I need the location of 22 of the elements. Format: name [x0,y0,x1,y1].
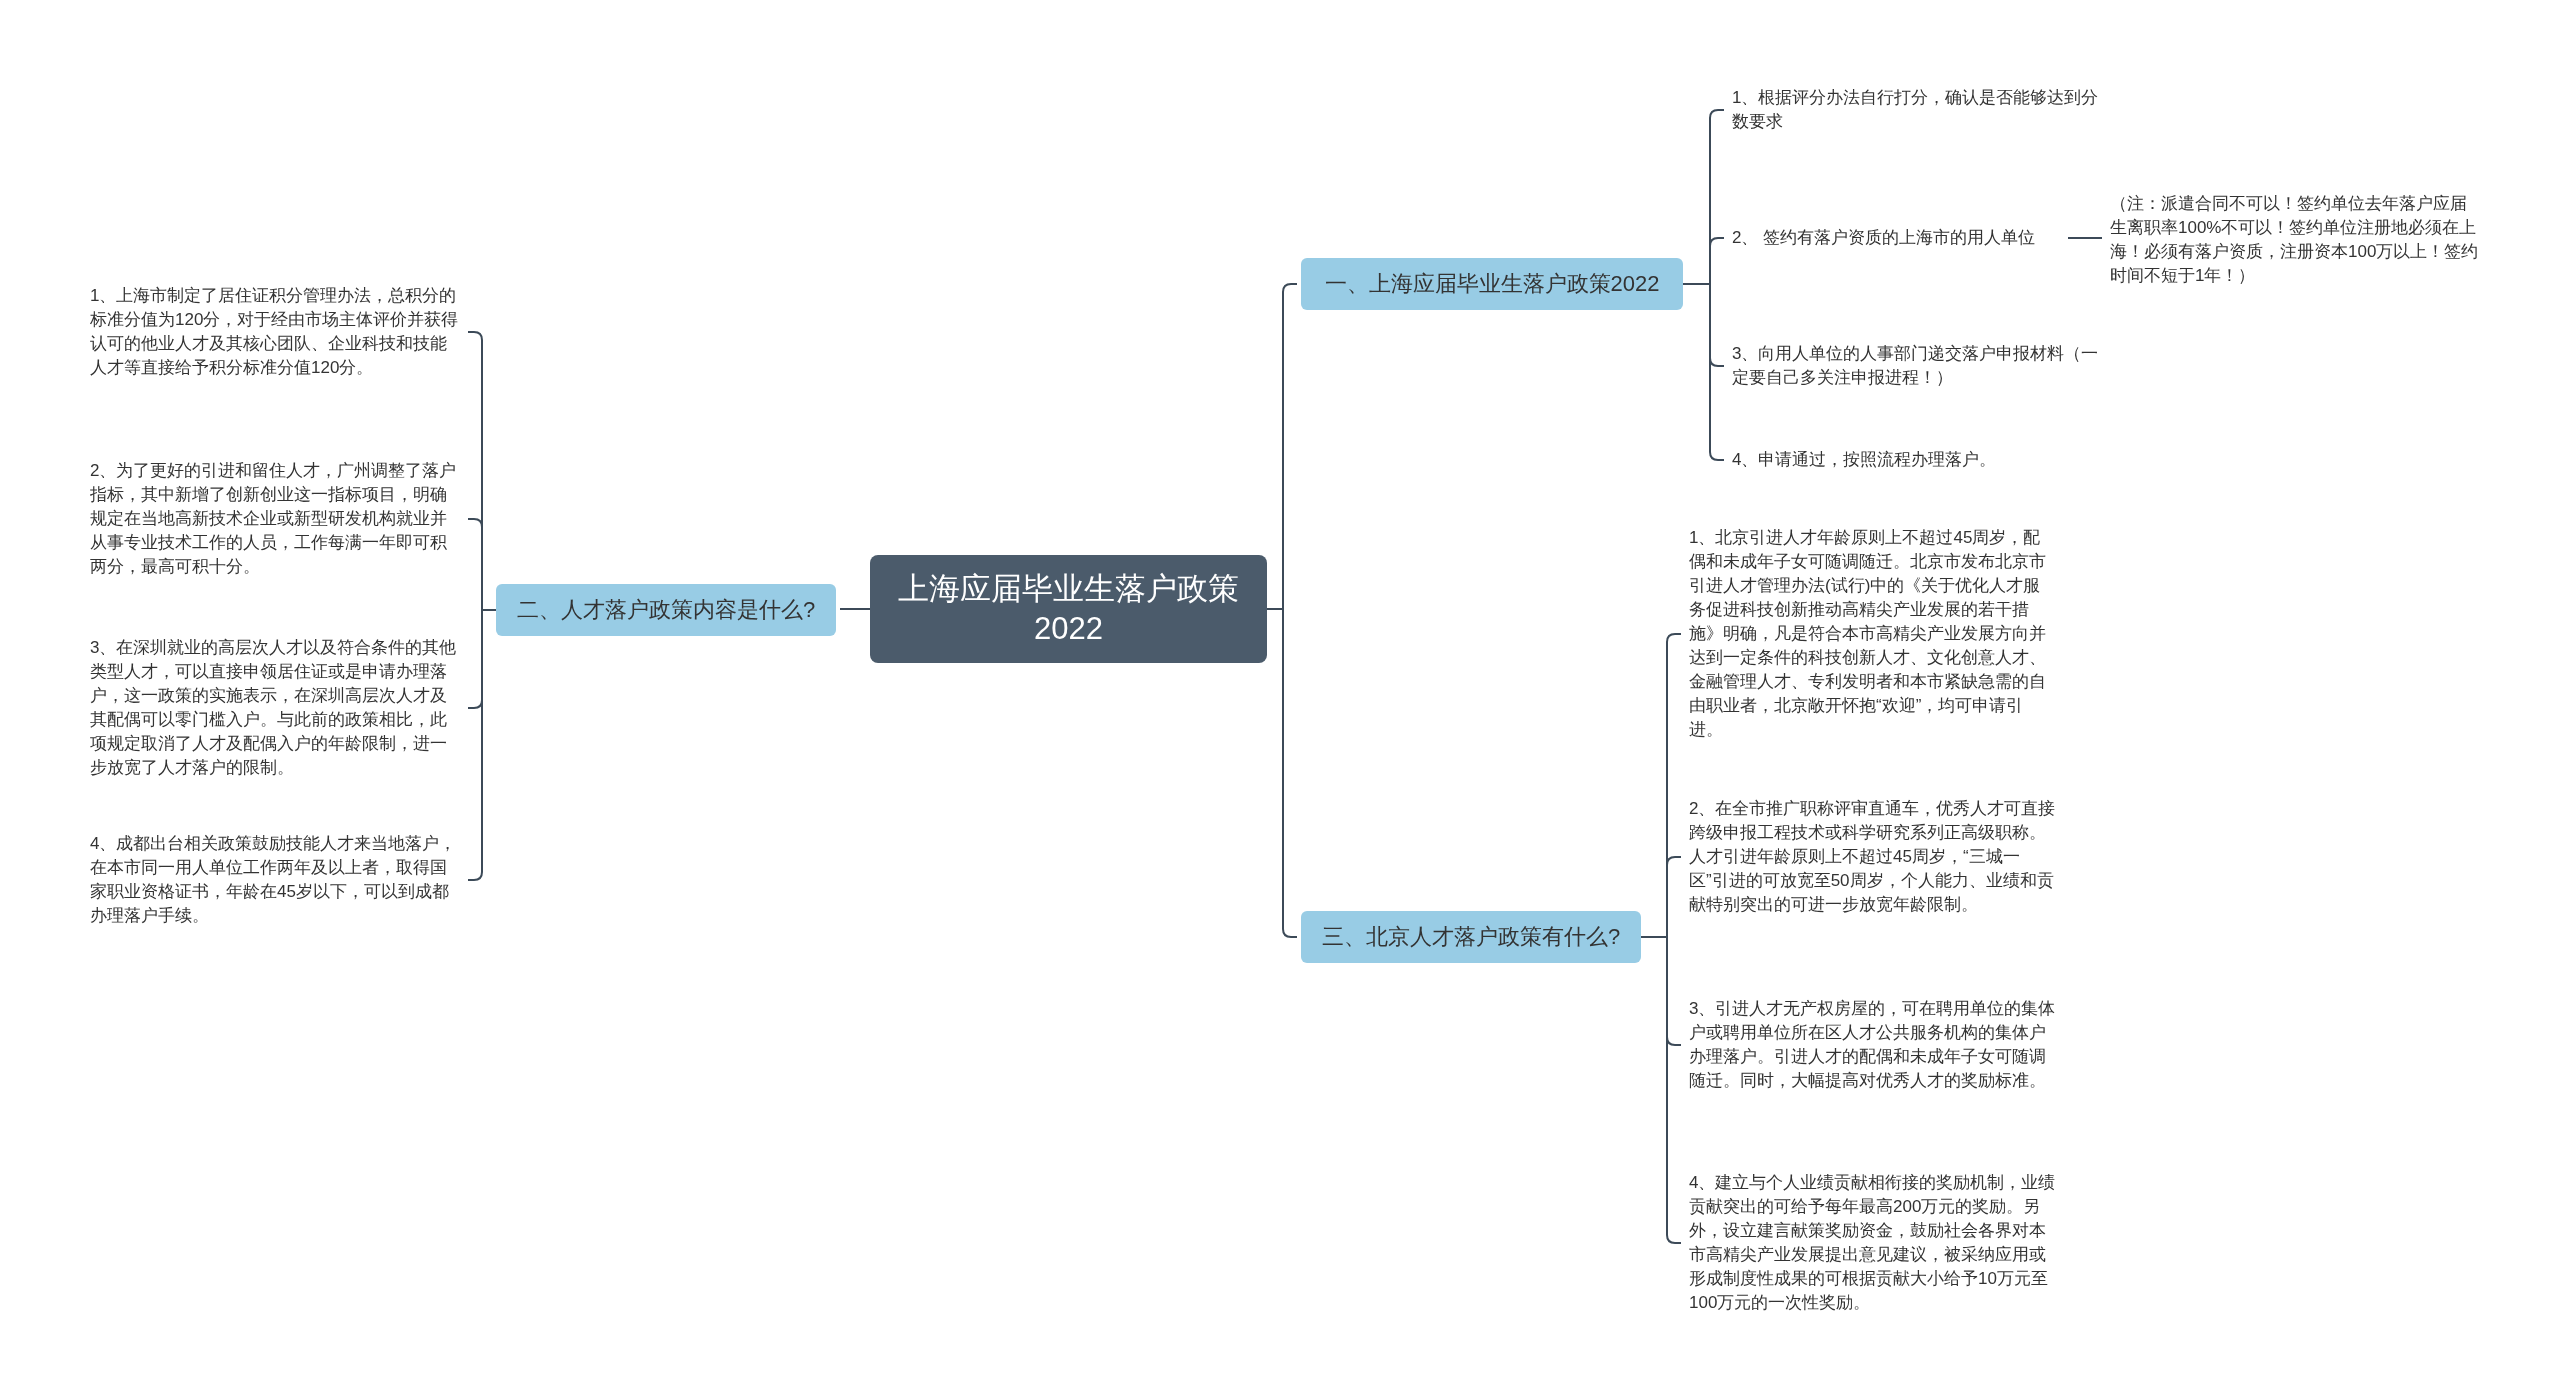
connector-line [2067,237,2103,239]
connector-line [1266,608,1298,938]
leaf-text: 1、北京引进人才年龄原则上不超过45周岁，配偶和未成年子女可随调随迁。北京市发布北京市引进人才管理办法(试行)中的《关于优化人才服务促进科技创新推动高精尖产业发展的若干措施》明确，凡是符合本市高精尖产业发展方向并达到一定条件的科技创新人才、文化创意人才、金融管理人才、专利发明者和本市紧缺急需的自由职业者，北京敞开怀抱“欢迎”，均可申请引进。 [1685,526,2060,742]
leaf-text: 2、在全市推广职称评审直通车，优秀人才可直接跨级申报工程技术或科学研究系列正高级职称。人才引进年龄原则上不超过45周岁，“三城一区”引进的可放宽至50周岁，个人能力、业绩和贡献特别突出的可进一步放宽年龄限制。 [1685,797,2060,917]
leaf-text: 2、为了更好的引进和留住人才，广州调整了落户指标，其中新增了创新创业这一指标项目，明确规定在当地高新技术企业或新型研发机构就业并从事专业技术工作的人员，工作每满一年即可积两分，最高可积十分。 [86,459,464,579]
leaf-text: 1、根据评分办法自行打分，确认是否能够达到分数要求 [1728,86,2103,134]
connector-line [1640,936,1682,1244]
connector-line [467,609,497,881]
leaf-text: 4、申请通过，按照流程办理落户。 [1728,448,2103,472]
leaf-text: 3、在深圳就业的高层次人才以及符合条件的其他类型人才，可以直接申领居住证或是申请办理落户，这一政策的实施表示，在深圳高层次人才及其配偶可以零门槛入户。与此前的政策相比，此项规定取消了人才及配偶入户的年龄限制，进一步放宽了人才落户的限制。 [86,636,464,780]
leaf-text: 1、上海市制定了居住证积分管理办法，总积分的标准分值为120分，对于经由市场主体评价并获得认可的他业人才及其核心团队、企业科技和技能人才等直接给予积分标准分值120分。 [86,284,464,380]
leaf-text: 2、 签约有落户资质的上海市的用人单位 [1728,226,2068,250]
leaf-text: 4、成都出台相关政策鼓励技能人才来当地落户，在本市同一用人单位工作两年及以上者，取得国家职业资格证书，年龄在45岁以下，可以到成都办理落户手续。 [86,832,464,928]
leaf-text: 3、引进人才无产权房屋的，可在聘用单位的集体户或聘用单位所在区人才公共服务机构的集体户办理落户。引进人才的配偶和未成年子女可随调随迁。同时，大幅提高对优秀人才的奖励标准。 [1685,997,2060,1093]
leaf-text: 4、建立与个人业绩贡献相衔接的奖励机制，业绩贡献突出的可给予每年最高200万元的奖励。另外，设立建言献策奖励资金，鼓励社会各界对本市高精尖产业发展提出意见建议，被采纳应用或形成制度性成果的可根据贡献大小给予10万元至100万元的一次性奖励。 [1685,1171,2060,1315]
connector-line [839,608,871,610]
leaf-text: （注：派遣合同不可以！签约单位去年落户应届生离职率100%不可以！签约单位注册地必须在上海！必须有落户资质，注册资本100万以上！签约时间不短于1年！） [2106,192,2486,288]
branch-topic-box: 三、北京人才落户政策有什么? [1301,911,1641,963]
branch-topic-box: 一、上海应届毕业生落户政策2022 [1301,258,1683,310]
branch-topic-box: 二、人才落户政策内容是什么? [496,584,836,636]
leaf-text: 3、向用人单位的人事部门递交落户申报材料（一定要自己多关注申报进程！） [1728,342,2103,390]
central-topic-box: 上海应届毕业生落户政策2022 [870,555,1267,663]
